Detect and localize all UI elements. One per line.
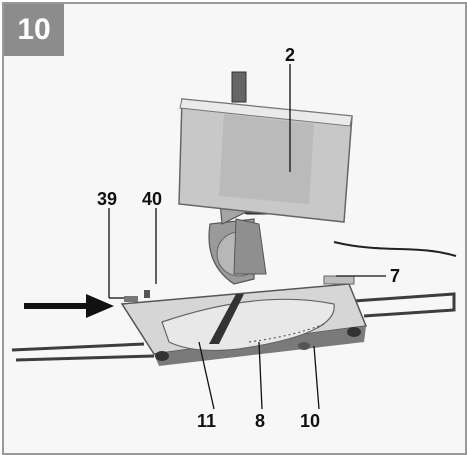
callout-8: 8 xyxy=(255,411,266,431)
callout-2: 2 xyxy=(285,45,296,65)
leader-lines xyxy=(108,64,386,410)
callout-40: 40 xyxy=(142,189,163,209)
callout-39: 39 xyxy=(97,189,118,209)
callout-10: 10 xyxy=(300,411,321,431)
callout-7: 7 xyxy=(390,266,401,286)
guide-rods xyxy=(11,292,456,362)
callout-11: 11 xyxy=(197,411,217,431)
saw-illustration xyxy=(4,4,465,453)
saw-table xyxy=(120,275,368,366)
power-cord xyxy=(333,241,457,257)
saw-arm xyxy=(233,218,267,275)
top-knob xyxy=(231,71,247,103)
figure-number: 10 xyxy=(17,13,51,46)
upper-table xyxy=(178,98,353,223)
right-arrow-icon xyxy=(24,294,114,318)
figure-number-badge: 10 xyxy=(4,4,64,56)
